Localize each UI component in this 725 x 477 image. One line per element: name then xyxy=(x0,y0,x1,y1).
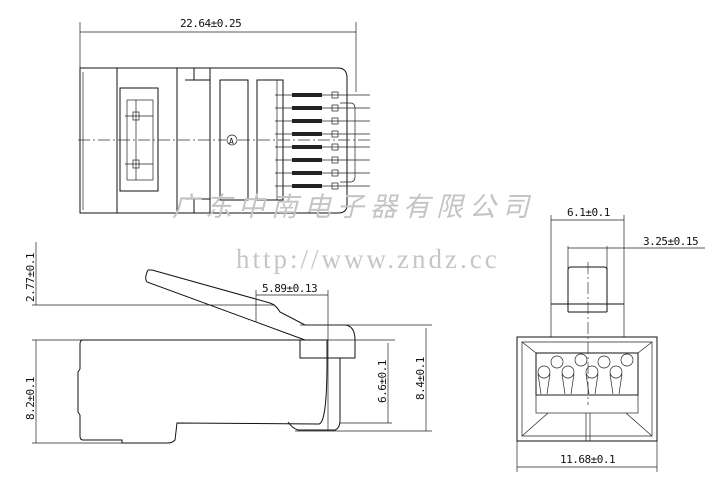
watermark-url: http://www.zndz.cc xyxy=(236,244,500,274)
contact-pin xyxy=(275,91,370,99)
dim-latch-width: 3.25±0.15 xyxy=(643,235,698,248)
contact-pin xyxy=(275,143,370,151)
contact-slot xyxy=(537,365,551,395)
contact-pin xyxy=(275,117,370,125)
contact-pin xyxy=(275,169,370,177)
dim-latch-height: 2.77±0.1 xyxy=(24,253,37,302)
dim-front-height-total: 8.4±0.1 xyxy=(414,357,427,400)
contact-slot xyxy=(609,365,623,395)
contact-hole xyxy=(550,355,564,369)
contact-hole xyxy=(574,353,588,367)
contact-slot xyxy=(561,365,575,395)
contact-pin xyxy=(275,182,370,190)
contact-pin xyxy=(275,156,370,164)
dim-body-height: 8.2±0.1 xyxy=(24,377,37,420)
datum-label: A xyxy=(229,137,234,146)
watermark-company: 广东中南电子器有限公司 xyxy=(172,192,535,223)
contact-pins xyxy=(275,91,370,190)
contact-slot xyxy=(585,365,599,395)
dim-latch-offset: 5.89±0.13 xyxy=(262,282,317,295)
contact-holes xyxy=(537,353,634,395)
contact-hole xyxy=(597,355,611,369)
contact-pin xyxy=(275,130,370,138)
dim-top-width: 6.1±0.1 xyxy=(567,206,610,219)
side-view: 2.77±0.1 8.2±0.1 5.89±0.13 6.6±0.1 8.4±0… xyxy=(24,242,432,444)
dim-front-height-inner: 6.6±0.1 xyxy=(376,360,389,403)
dim-overall-length: 22.64±0.25 xyxy=(180,17,241,30)
front-view: 6.1±0.1 3.25±0.15 11.68±0.1 xyxy=(516,206,705,472)
dim-front-width: 11.68±0.1 xyxy=(560,453,615,466)
contact-hole xyxy=(620,353,634,367)
top-view: 22.64±0.25 A xyxy=(78,17,370,214)
contact-pin xyxy=(275,104,370,112)
